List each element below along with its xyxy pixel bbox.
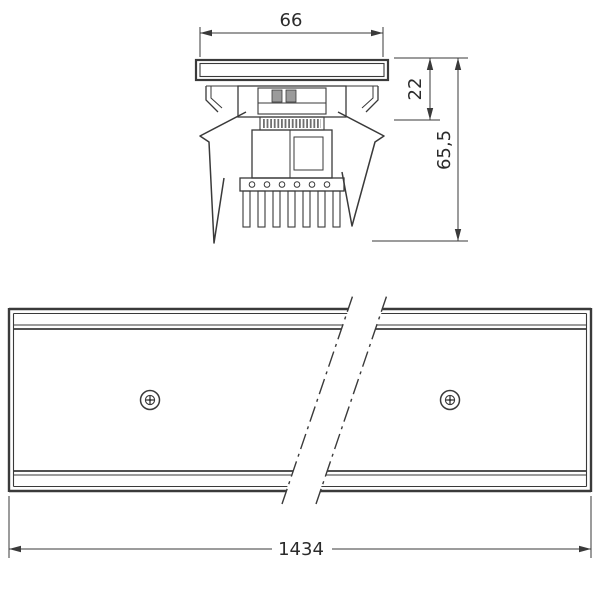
screw-center xyxy=(148,398,152,402)
housing-window xyxy=(293,136,324,171)
arrowhead-right xyxy=(579,545,591,553)
flange-outer xyxy=(194,58,390,82)
break-centerline-left xyxy=(281,291,355,505)
dim-label-width: 66 xyxy=(280,10,303,31)
end-hook-right-outer xyxy=(365,86,379,113)
end-hook-left-outer xyxy=(205,86,219,113)
dim-width-66: 66 xyxy=(199,10,384,57)
arrowhead-left xyxy=(200,29,212,37)
section-view: 66 22 65,5 xyxy=(194,10,468,244)
dim-length-1434: 1434 xyxy=(8,496,592,560)
dim-label-height: 65,5 xyxy=(434,130,455,170)
arrowhead-top xyxy=(454,58,462,70)
arrowhead-top xyxy=(426,58,434,70)
screw-inner xyxy=(144,394,156,406)
terminal-screw-a xyxy=(271,89,283,103)
terminal-holes xyxy=(248,181,331,188)
dim-label-length: 1434 xyxy=(278,539,324,560)
screw-fastener-left xyxy=(139,389,161,411)
arrowhead-bottom xyxy=(426,108,434,120)
dim-depth-22: 22 xyxy=(394,57,468,121)
end-hook-right-inner xyxy=(361,86,374,109)
screw-outer xyxy=(439,389,461,411)
mounting-spring-right xyxy=(337,111,385,227)
terminal-bar xyxy=(239,177,345,192)
arrowhead-right xyxy=(371,29,383,37)
arrowhead-left xyxy=(9,545,21,553)
flange-inner xyxy=(199,62,385,78)
comb-teeth xyxy=(242,190,341,228)
dim-label-depth: 22 xyxy=(405,78,426,101)
screw-outer xyxy=(139,389,161,411)
gearbox xyxy=(257,87,327,115)
arrowhead-bottom xyxy=(454,229,462,241)
mounting-spring-left xyxy=(199,111,247,244)
break-mask xyxy=(282,294,388,502)
terminal-block xyxy=(239,177,345,228)
terminal-screw-b xyxy=(285,89,297,103)
screw-fastener-right xyxy=(439,389,461,411)
dim-height-65-5: 65,5 xyxy=(372,58,468,242)
trim-frame xyxy=(194,58,390,113)
break-centerline-right xyxy=(315,291,389,505)
driver-housing xyxy=(237,85,347,179)
screw-center xyxy=(448,398,452,402)
break-lines xyxy=(281,291,389,505)
end-hook-left-inner xyxy=(210,86,223,109)
screw-inner xyxy=(444,394,456,406)
plan-view: 1434 xyxy=(7,291,593,560)
